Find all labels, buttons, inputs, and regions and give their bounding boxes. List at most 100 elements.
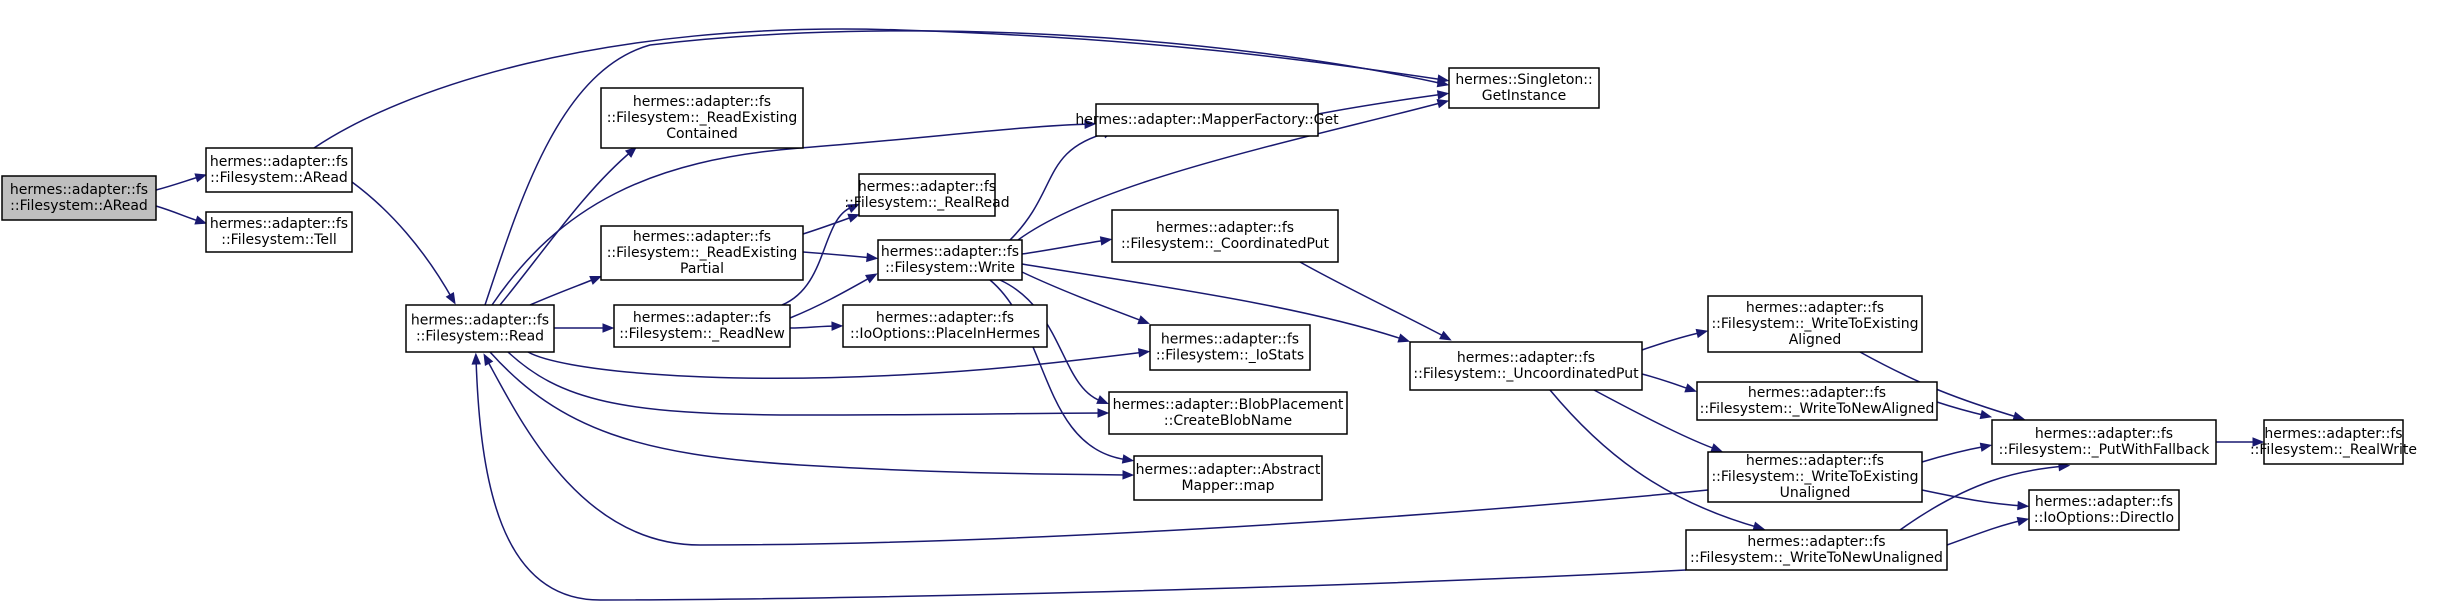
edge-write-to-abstract-mapper-map xyxy=(989,279,1135,464)
edge-aread-root-to-tell xyxy=(155,205,208,225)
edge-write-to-mapper-factory-get xyxy=(1009,129,1116,241)
node-box xyxy=(1149,324,1311,371)
edge-line xyxy=(1317,93,1445,115)
arrowhead xyxy=(1436,90,1450,100)
node-label-line: hermes::adapter::BlobPlacement xyxy=(1113,397,1344,413)
edge-line xyxy=(1641,331,1704,351)
node-read[interactable]: hermes::adapter::fs::Filesystem::Read xyxy=(405,304,555,353)
node-write-to-new-aligned[interactable]: hermes::adapter::fs::Filesystem::_WriteT… xyxy=(1696,381,1938,421)
edge-line xyxy=(507,351,1105,416)
node-label-line: ::Filesystem::_UncoordinatedPut xyxy=(1413,366,1639,382)
edge-line xyxy=(989,279,1130,461)
node-put-with-fallback[interactable]: hermes::adapter::fs::Filesystem::_PutWit… xyxy=(1991,419,2217,465)
edge-write-to-singleton-get-instance xyxy=(1017,99,1450,241)
node-box xyxy=(1696,381,1938,421)
arrowhead xyxy=(2012,411,2026,421)
node-label-line: ::IoOptions::DirectIo xyxy=(2034,510,2174,526)
node-tell[interactable]: hermes::adapter::fs::Filesystem::Tell xyxy=(205,211,353,253)
node-box xyxy=(2028,489,2180,531)
arrowhead xyxy=(1979,409,1993,420)
node-label-line: Mapper::map xyxy=(1181,478,1274,494)
node-create-blob-name[interactable]: hermes::adapter::BlobPlacement::CreateBl… xyxy=(1108,391,1348,435)
edge-uncoordinated-put-to-write-to-new-aligned xyxy=(1641,373,1698,393)
edge-read-new-to-real-read xyxy=(781,203,860,306)
node-write-to-existing-unaligned[interactable]: hermes::adapter::fs::Filesystem::_WriteT… xyxy=(1707,451,1923,503)
arrowhead xyxy=(865,273,878,284)
node-box xyxy=(1685,529,1948,571)
node-box xyxy=(1707,451,1923,503)
arrowhead xyxy=(1752,521,1766,531)
edge-line xyxy=(529,277,598,306)
node-box xyxy=(1448,67,1600,109)
edge-read-to-abstract-mapper-map xyxy=(489,351,1135,480)
node-real-read[interactable]: hermes::adapter::fs::Filesystem::_RealRe… xyxy=(844,173,1010,217)
edge-line xyxy=(527,351,1146,379)
node-box xyxy=(858,173,996,217)
node-write-to-new-unaligned[interactable]: hermes::adapter::fs::Filesystem::_WriteT… xyxy=(1685,529,1948,571)
node-label-line: hermes::adapter::MapperFactory::Get xyxy=(1075,112,1339,128)
node-place-in-hermes[interactable]: hermes::adapter::fs::IoOptions::PlaceInH… xyxy=(842,304,1048,348)
node-box xyxy=(877,239,1023,281)
node-aread-root[interactable]: hermes::adapter::fs::Filesystem::ARead xyxy=(1,175,157,221)
node-box xyxy=(1111,209,1339,263)
arrowhead xyxy=(589,276,602,285)
arrowhead xyxy=(1397,333,1411,343)
edge-read-new-to-write xyxy=(789,273,878,319)
node-coordinated-put[interactable]: hermes::adapter::fs::Filesystem::_Coordi… xyxy=(1111,209,1339,263)
node-singleton-get-instance[interactable]: hermes::Singleton::GetInstance xyxy=(1448,67,1600,109)
node-real-write[interactable]: hermes::adapter::fs::Filesystem::_RealWr… xyxy=(2250,419,2417,465)
node-label-line: hermes::adapter::fs xyxy=(1747,534,1885,550)
node-label-line: ::Filesystem::_CoordinatedPut xyxy=(1121,236,1330,252)
node-label-line: hermes::adapter::fs xyxy=(881,244,1019,260)
edge-line xyxy=(1641,373,1693,391)
edge-put-with-fallback-to-real-write xyxy=(2216,437,2265,447)
node-label-line: Contained xyxy=(666,126,738,142)
node-label-line: hermes::adapter::fs xyxy=(1746,453,1884,469)
edge-aread-to-read xyxy=(351,181,456,305)
edge-write-to-coordinated-put xyxy=(1021,236,1113,255)
node-aread[interactable]: hermes::adapter::fs::Filesystem::ARead xyxy=(205,147,353,193)
arrowhead xyxy=(1439,330,1452,341)
node-write-to-existing-aligned[interactable]: hermes::adapter::fs::Filesystem::_WriteT… xyxy=(1707,295,1923,353)
node-io-stats[interactable]: hermes::adapter::fs::Filesystem::_IoStat… xyxy=(1149,324,1311,371)
node-uncoordinated-put[interactable]: hermes::adapter::fs::Filesystem::_Uncoor… xyxy=(1409,341,1643,391)
node-box xyxy=(1108,391,1348,435)
arrowhead xyxy=(1122,470,1135,480)
node-label-line: ::Filesystem::ARead xyxy=(10,198,148,214)
node-label-line: hermes::adapter::fs xyxy=(633,310,771,326)
arrowhead xyxy=(194,215,208,225)
edge-line xyxy=(1021,263,1406,341)
edge-line xyxy=(802,251,874,259)
edge-line xyxy=(1936,401,1988,417)
arrowhead xyxy=(2252,437,2265,447)
node-write[interactable]: hermes::adapter::fs::Filesystem::Write xyxy=(877,239,1023,281)
node-box xyxy=(1133,455,1323,501)
node-read-new[interactable]: hermes::adapter::fs::Filesystem::_ReadNe… xyxy=(613,304,791,348)
arrowhead xyxy=(602,323,615,333)
node-label-line: hermes::adapter::fs xyxy=(1156,220,1294,236)
edge-line xyxy=(1921,489,2025,507)
arrowhead xyxy=(1979,442,1993,452)
edge-line xyxy=(489,351,1130,476)
node-mapper-factory-get[interactable]: hermes::adapter::MapperFactory::Get xyxy=(1075,103,1339,137)
edge-write-to-new-unaligned-to-direct-io xyxy=(1946,516,2030,546)
node-label-line: Partial xyxy=(680,261,724,277)
node-label-line: hermes::adapter::fs xyxy=(210,154,348,170)
node-label-line: hermes::adapter::fs xyxy=(633,229,771,245)
node-label-line: hermes::adapter::fs xyxy=(1457,350,1595,366)
arrowhead xyxy=(471,352,481,365)
node-direct-io[interactable]: hermes::adapter::fs::IoOptions::DirectIo xyxy=(2028,489,2180,531)
edge-mapper-factory-get-to-singleton-get-instance xyxy=(1317,90,1450,115)
node-box xyxy=(1,175,157,221)
node-label-line: Unaligned xyxy=(1780,485,1851,501)
arrowhead xyxy=(1684,383,1698,393)
edge-read-to-read-existing-contained xyxy=(499,146,638,306)
node-label-line: GetInstance xyxy=(1482,88,1567,104)
edge-write-to-existing-unaligned-to-put-with-fallback xyxy=(1921,442,1993,463)
node-read-existing-partial[interactable]: hermes::adapter::fs::Filesystem::_ReadEx… xyxy=(600,225,804,281)
edge-read-new-to-place-in-hermes xyxy=(789,321,844,331)
node-read-existing-contained[interactable]: hermes::adapter::fs::Filesystem::_ReadEx… xyxy=(600,87,804,149)
edge-aread-root-to-aread xyxy=(155,173,208,191)
